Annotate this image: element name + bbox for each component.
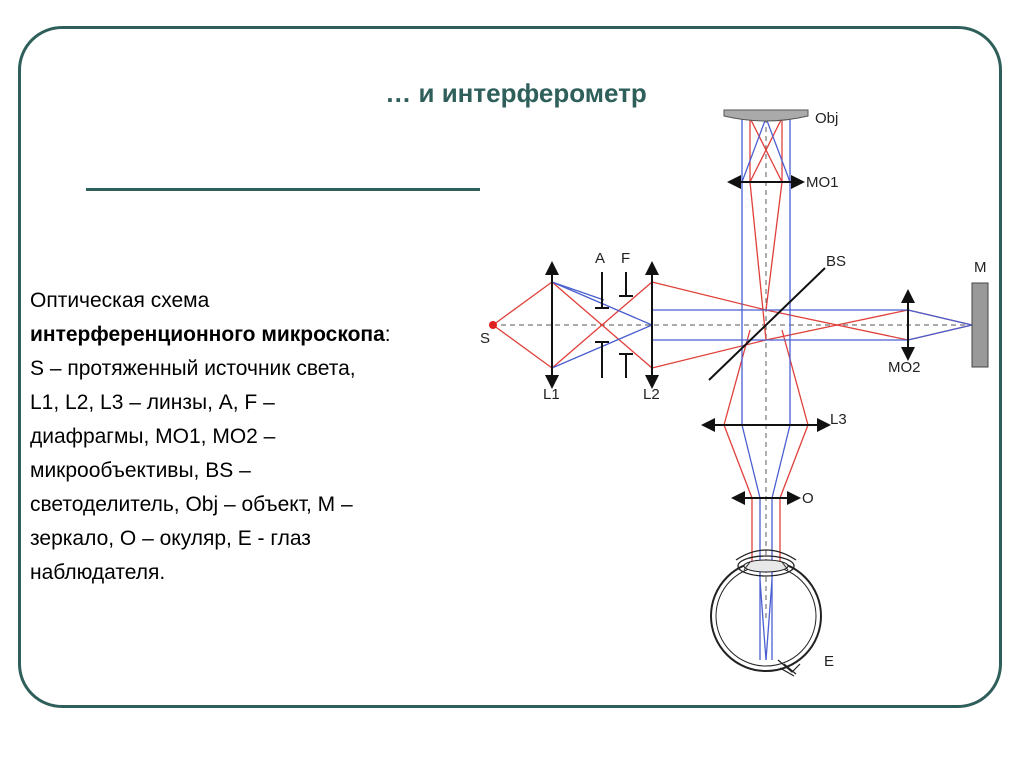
desc-line-5: светоделитель, Obj – объект, M – [30,493,353,516]
label-l3: L3 [830,411,847,428]
desc-line-6: зеркало, O – окуляр, E - глаз [30,527,311,550]
diagram-description: Оптическая схема интерференционного микр… [30,284,460,590]
desc-line-1: S – протяженный источник света, [30,357,356,380]
desc-line-3: диафрагмы, MO1, MO2 – [30,425,276,448]
diagram-labels: Obj MO1 A F BS M S L1 L2 MO2 L3 O E [480,110,987,670]
desc-line-4: микрообъективы, BS – [30,459,251,482]
label-s: S [480,330,490,347]
desc-bold: интерференционного микроскопа [30,323,385,346]
label-bs: BS [826,253,846,270]
label-m: M [974,259,987,276]
desc-line-2: L1, L2, L3 – линзы, A, F – [30,391,275,414]
slide-frame [18,26,1002,708]
desc-colon: : [384,323,391,346]
label-obj: Obj [815,110,838,127]
diaphragms [595,272,633,378]
label-l1: L1 [543,386,560,403]
label-l2: L2 [643,386,660,403]
object-plate [723,109,809,122]
label-mo2: MO2 [888,359,921,376]
optical-axes [492,118,972,620]
beam-splitter [708,267,826,381]
mirror [971,282,989,368]
label-f: F [621,250,630,267]
label-e: E [824,653,834,670]
desc-line-7: наблюдателя. [30,561,166,584]
slide-title: … и интерферометр [385,78,647,108]
eye-icon [710,549,822,677]
desc-intro: Оптическая схема [30,289,210,312]
label-a: A [595,250,605,267]
label-o: O [802,490,814,507]
blue-rays [551,117,973,661]
label-mo1: MO1 [806,174,839,191]
light-source [489,321,497,329]
title-underline [86,188,480,191]
red-rays [492,117,973,565]
